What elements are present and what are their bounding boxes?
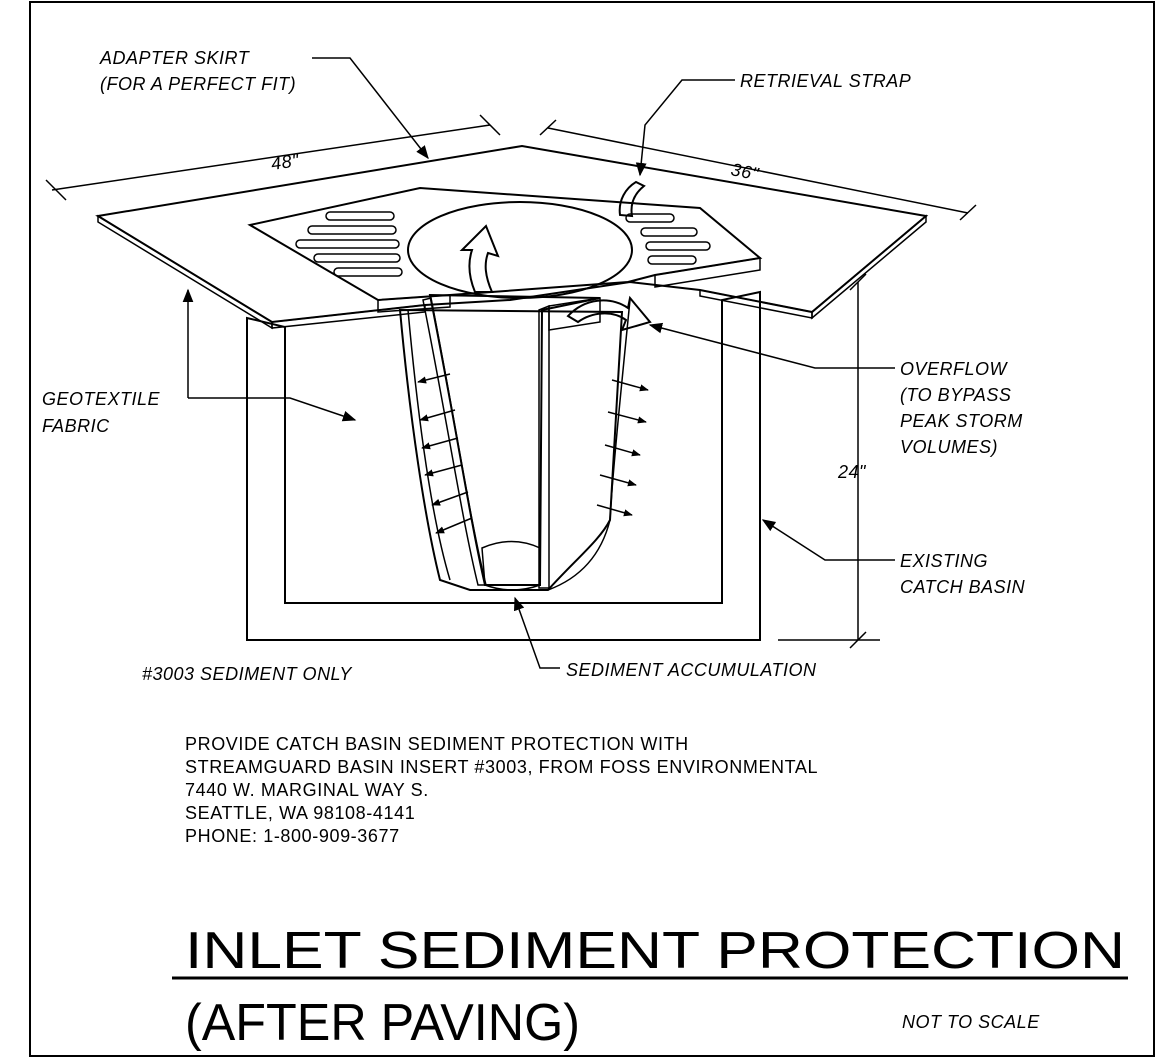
title-block: INLET SEDIMENT PROTECTION (AFTER PAVING)… (172, 922, 1128, 1052)
label-dim-48: 48" (270, 150, 302, 174)
adapter-skirt (95, 144, 929, 330)
note-line-2: STREAMGUARD BASIN INSERT #3003, FROM FOS… (185, 757, 818, 777)
label-fabric: FABRIC (42, 416, 110, 436)
dimension-24 (778, 273, 880, 649)
label-dim-24: 24" (837, 462, 867, 482)
grate-slots-right (625, 213, 711, 265)
label-overflow: OVERFLOW (900, 359, 1009, 379)
label-adapter-skirt: ADAPTER SKIRT (99, 48, 251, 68)
title-main: INLET SEDIMENT PROTECTION (185, 922, 1125, 980)
notes-block: PROVIDE CATCH BASIN SEDIMENT PROTECTION … (185, 734, 818, 846)
dimension-48 (45, 114, 501, 201)
label-retrieval-strap: RETRIEVAL STRAP (740, 71, 911, 91)
label-model-note: #3003 SEDIMENT ONLY (142, 664, 353, 684)
seepage-arrows (417, 373, 649, 534)
flow-arrows (459, 180, 652, 332)
overflow-arrow-icon (566, 295, 652, 332)
label-dim-36: 36" (729, 159, 761, 184)
title-sub: (AFTER PAVING) (185, 994, 580, 1052)
label-overflow-4: VOLUMES) (900, 437, 998, 457)
label-adapter-skirt-sub: (FOR A PERFECT FIT) (100, 74, 296, 94)
retrieval-strap-icon (618, 180, 646, 218)
scale-note: NOT TO SCALE (902, 1012, 1040, 1032)
note-line-4: SEATTLE, WA 98108-4141 (185, 803, 415, 823)
geotextile-insert (398, 201, 633, 591)
label-overflow-3: PEAK STORM (900, 411, 1023, 431)
sheet-border (29, 1, 1155, 1057)
label-catch-basin: CATCH BASIN (900, 577, 1026, 597)
note-line-3: 7440 W. MARGINAL WAY S. (185, 780, 429, 800)
label-geotextile: GEOTEXTILE (42, 389, 161, 409)
label-overflow-2: (TO BYPASS (900, 385, 1011, 405)
note-line-5: PHONE: 1-800-909-3677 (185, 826, 400, 846)
inflow-arrow-icon (459, 224, 500, 293)
label-sediment-accumulation: SEDIMENT ACCUMULATION (566, 660, 817, 680)
note-line-1: PROVIDE CATCH BASIN SEDIMENT PROTECTION … (185, 734, 689, 754)
dimension-36 (539, 119, 977, 221)
catch-basin (246, 290, 761, 641)
leaders (182, 57, 895, 669)
grate-frame (247, 186, 763, 313)
label-existing: EXISTING (900, 551, 988, 571)
grate-slots-left (295, 211, 403, 277)
callout-labels: ADAPTER SKIRT (FOR A PERFECT FIT) RETRIE… (42, 48, 1026, 684)
